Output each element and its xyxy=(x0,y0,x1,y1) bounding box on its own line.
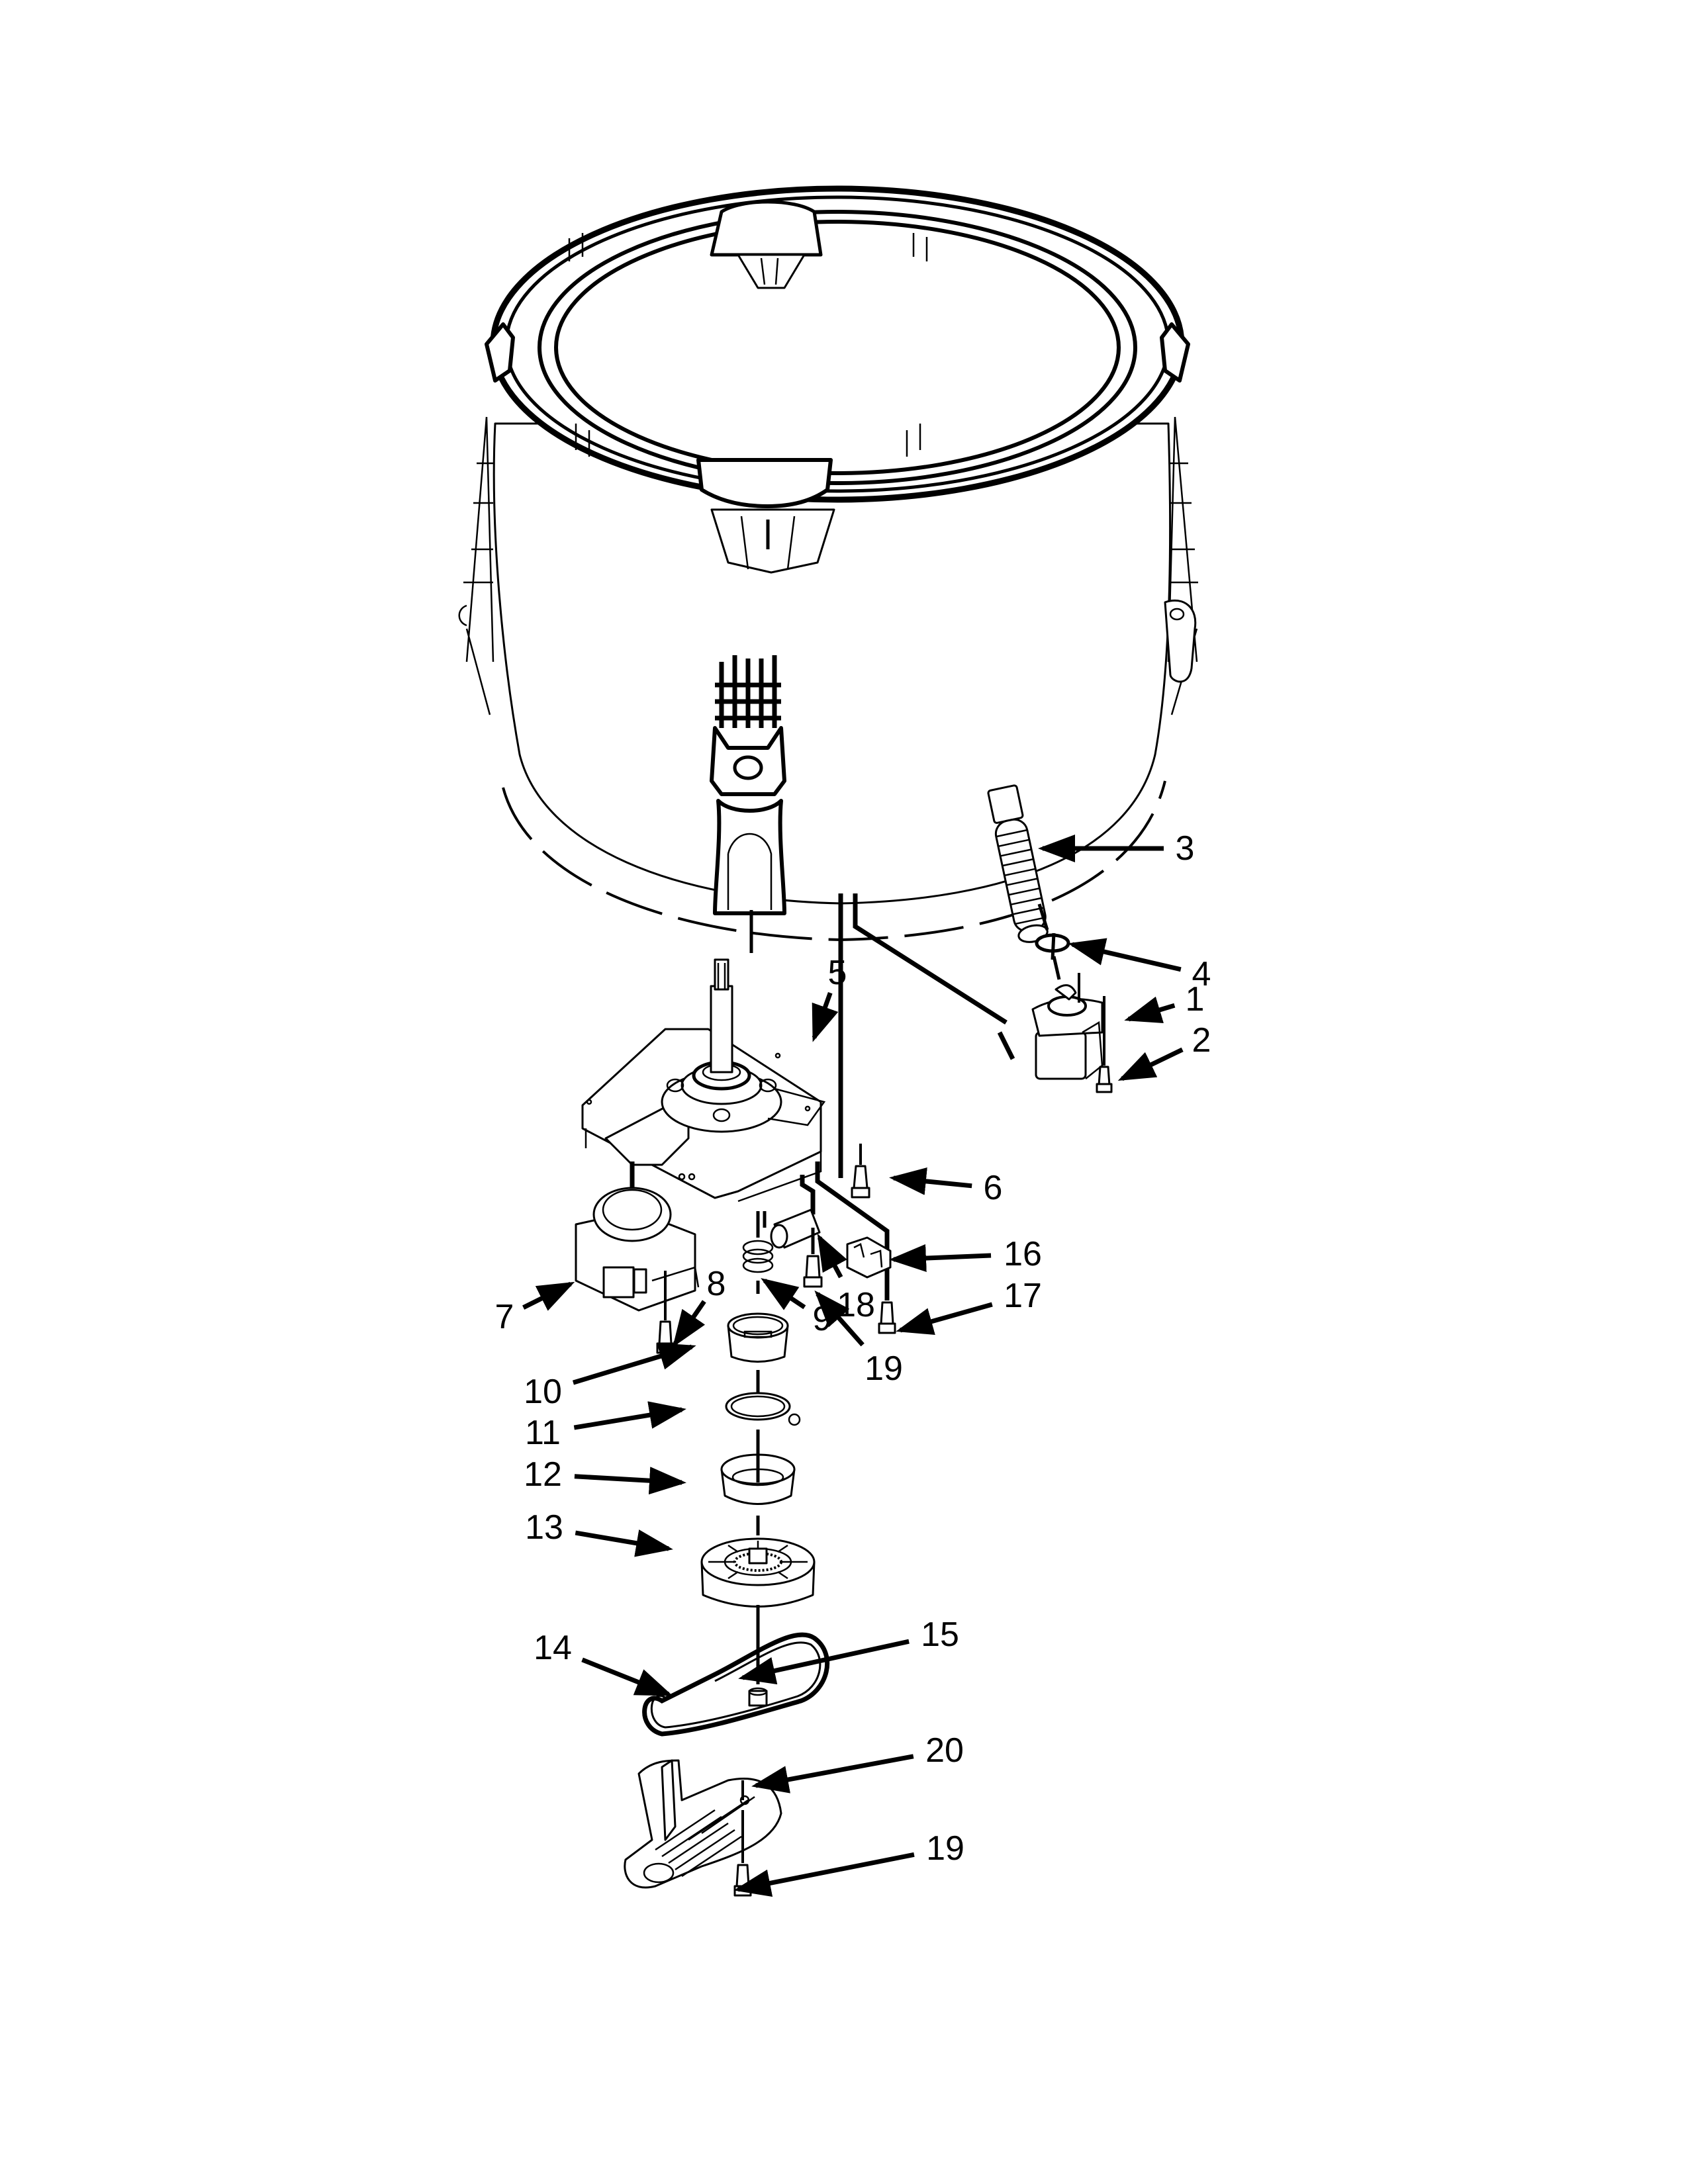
callout-arrow xyxy=(817,1233,847,1279)
callout-8: 8 xyxy=(673,1265,726,1347)
callout-6: 6 xyxy=(889,1167,1003,1207)
callout-19: 19 xyxy=(814,1290,903,1388)
clutch-coupler xyxy=(727,1312,789,1396)
callout-label: 5 xyxy=(828,954,847,992)
callout-19: 19 xyxy=(733,1829,964,1897)
drain-pump xyxy=(1031,973,1103,1080)
callout-label: 13 xyxy=(525,1508,563,1547)
callout-2: 2 xyxy=(1117,1021,1211,1081)
callout-arrow xyxy=(575,1529,673,1557)
callout-label: 20 xyxy=(925,1731,964,1770)
callout-label: 19 xyxy=(926,1829,964,1868)
callout-arrow xyxy=(889,1167,972,1195)
callout-10: 10 xyxy=(524,1343,696,1411)
spring xyxy=(742,1211,774,1294)
callout-arrow xyxy=(751,1754,914,1794)
drive-motor xyxy=(575,1161,700,1312)
callout-label: 1 xyxy=(1186,980,1205,1019)
callout-arrow xyxy=(733,1852,915,1897)
callout-label: 7 xyxy=(495,1298,514,1336)
callout-arrow xyxy=(673,1300,706,1347)
pump-screw xyxy=(1096,996,1113,1093)
callout-4: 4 xyxy=(1068,938,1211,993)
callout-17: 17 xyxy=(896,1277,1042,1335)
callout-arrow xyxy=(812,991,839,1042)
drive-belt xyxy=(642,1632,830,1737)
callout-label: 2 xyxy=(1192,1021,1211,1060)
callout-arrow xyxy=(581,1657,673,1697)
plate-screw xyxy=(851,1144,870,1199)
outer-tub xyxy=(458,185,1198,942)
callout-12: 12 xyxy=(524,1455,686,1495)
shifter-actuator xyxy=(815,1161,892,1300)
capacitor-screw xyxy=(803,1255,823,1288)
callout-label: 8 xyxy=(707,1265,726,1303)
callout-14: 14 xyxy=(534,1629,673,1697)
callout-arrow xyxy=(573,1401,686,1430)
callout-arrow xyxy=(761,1278,806,1310)
callout-arrow xyxy=(814,1290,865,1347)
callout-arrow xyxy=(574,1467,686,1495)
callout-label: 11 xyxy=(525,1414,561,1452)
callout-label: 3 xyxy=(1176,829,1195,868)
callout-label: 12 xyxy=(524,1455,562,1494)
callout-13: 13 xyxy=(525,1508,673,1557)
callout-label: 6 xyxy=(984,1169,1003,1207)
drive-pulley xyxy=(700,1537,816,1684)
callout-label: 4 xyxy=(1192,955,1211,993)
callout-label: 10 xyxy=(524,1373,562,1411)
callout-7: 7 xyxy=(495,1281,575,1336)
callout-arrow xyxy=(1124,996,1176,1024)
callout-arrow xyxy=(572,1343,696,1385)
actuator-screw xyxy=(878,1301,896,1334)
callout-5: 5 xyxy=(812,954,847,1042)
callout-arrow xyxy=(889,1244,992,1272)
callout-label: 19 xyxy=(865,1349,903,1388)
callout-20: 20 xyxy=(751,1731,964,1794)
callout-label: 17 xyxy=(1004,1277,1042,1315)
drain-hose xyxy=(987,784,1049,943)
callout-label: 18 xyxy=(837,1286,875,1324)
leader-pump-hose xyxy=(853,893,1015,1060)
callout-label: 14 xyxy=(534,1629,572,1667)
callout-arrow xyxy=(1068,938,1182,972)
callout-label: 15 xyxy=(921,1615,959,1654)
callout-1: 1 xyxy=(1124,980,1205,1024)
gearcase-plate xyxy=(581,958,826,1203)
pulley-nut xyxy=(748,1687,768,1707)
hose-clamp xyxy=(1035,933,1070,980)
belt-shield xyxy=(624,1759,782,1889)
callout-arrow xyxy=(522,1281,575,1311)
callout-arrow xyxy=(738,1639,910,1685)
callout-16: 16 xyxy=(889,1235,1042,1273)
retaining-ring xyxy=(725,1392,801,1453)
callout-label: 16 xyxy=(1004,1235,1042,1273)
callout-15: 15 xyxy=(738,1615,959,1685)
shifter-housing xyxy=(720,1453,796,1535)
callout-arrow xyxy=(1117,1047,1184,1081)
callout-3: 3 xyxy=(1038,829,1195,868)
capacitor xyxy=(770,1175,821,1254)
callout-11: 11 xyxy=(525,1401,686,1452)
callout-arrow xyxy=(896,1302,993,1335)
